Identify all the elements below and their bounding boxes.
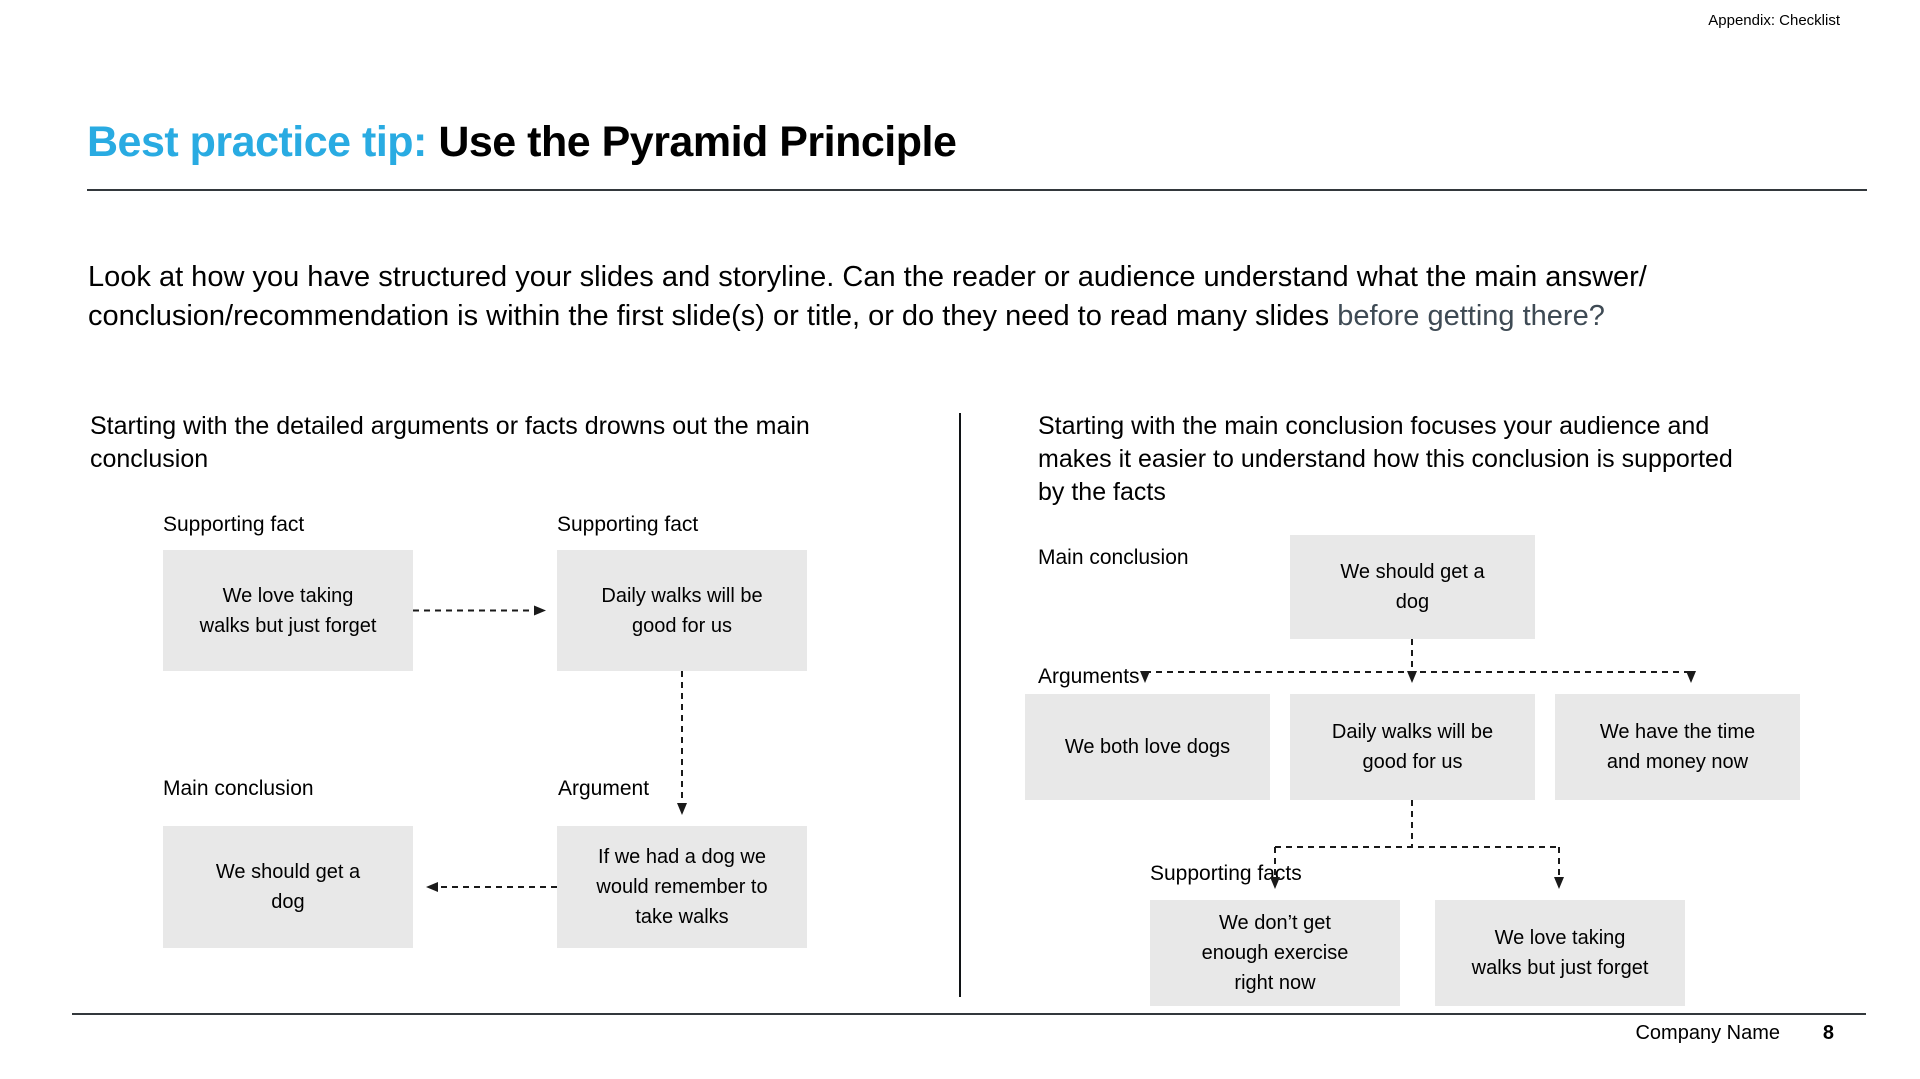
right-box-supporting-fact-1: We don’t get enough exercise right now [1150, 900, 1400, 1006]
left-label-supporting-fact-2: Supporting fact [557, 513, 699, 536]
right-panel-heading: Starting with the main conclusion focuse… [1038, 412, 1733, 506]
appendix-label: Appendix: Checklist [1708, 12, 1840, 29]
left-diagram-connectors [413, 605, 687, 892]
title-divider-line [87, 189, 1867, 191]
intro-line-2: conclusion/recommendation is within the … [88, 300, 1338, 332]
right-diagram-connectors [1140, 639, 1696, 889]
right-label-arguments: Arguments [1038, 665, 1140, 688]
left-box-main-conclusion: We should get a dog [163, 826, 413, 948]
left-box-supporting-fact-2: Daily walks will be good for us [557, 550, 807, 671]
left-panel-heading: Starting with the detailed arguments or … [90, 412, 810, 473]
footer-divider-line [72, 1013, 1866, 1015]
title-accent-text: Best practice tip: [87, 118, 439, 166]
left-box-argument: If we had a dog we would remember to tak… [557, 826, 807, 948]
intro-highlight: before getting there? [1337, 300, 1605, 332]
left-label-argument: Argument [558, 777, 650, 800]
right-box-argument-1: We both love dogs [1025, 694, 1270, 800]
footer-page-number: 8 [1822, 1022, 1834, 1044]
footer-company-name: Company Name [1635, 1022, 1780, 1044]
right-box-main-conclusion: We should get a dog [1290, 535, 1535, 639]
title-main-text: Use the Pyramid Principle [438, 118, 957, 166]
right-label-main-conclusion: Main conclusion [1038, 546, 1189, 569]
right-box-supporting-fact-2: We love taking walks but just forget [1435, 900, 1685, 1006]
intro-line-1: Look at how you have structured your sli… [88, 261, 1647, 293]
left-box-supporting-fact-1: We love taking walks but just forget [163, 550, 413, 671]
left-label-main-conclusion: Main conclusion [163, 777, 314, 800]
column-divider-line [959, 413, 961, 997]
slide-title: Best practice tip: Use the Pyramid Princ… [87, 118, 957, 167]
right-label-supporting-facts: Supporting facts [1150, 862, 1302, 885]
right-box-argument-2: Daily walks will be good for us [1290, 694, 1535, 800]
right-box-argument-3: We have the time and money now [1555, 694, 1800, 800]
intro-paragraph: Look at how you have structured your sli… [88, 258, 1647, 336]
left-label-supporting-fact-1: Supporting fact [163, 513, 305, 536]
